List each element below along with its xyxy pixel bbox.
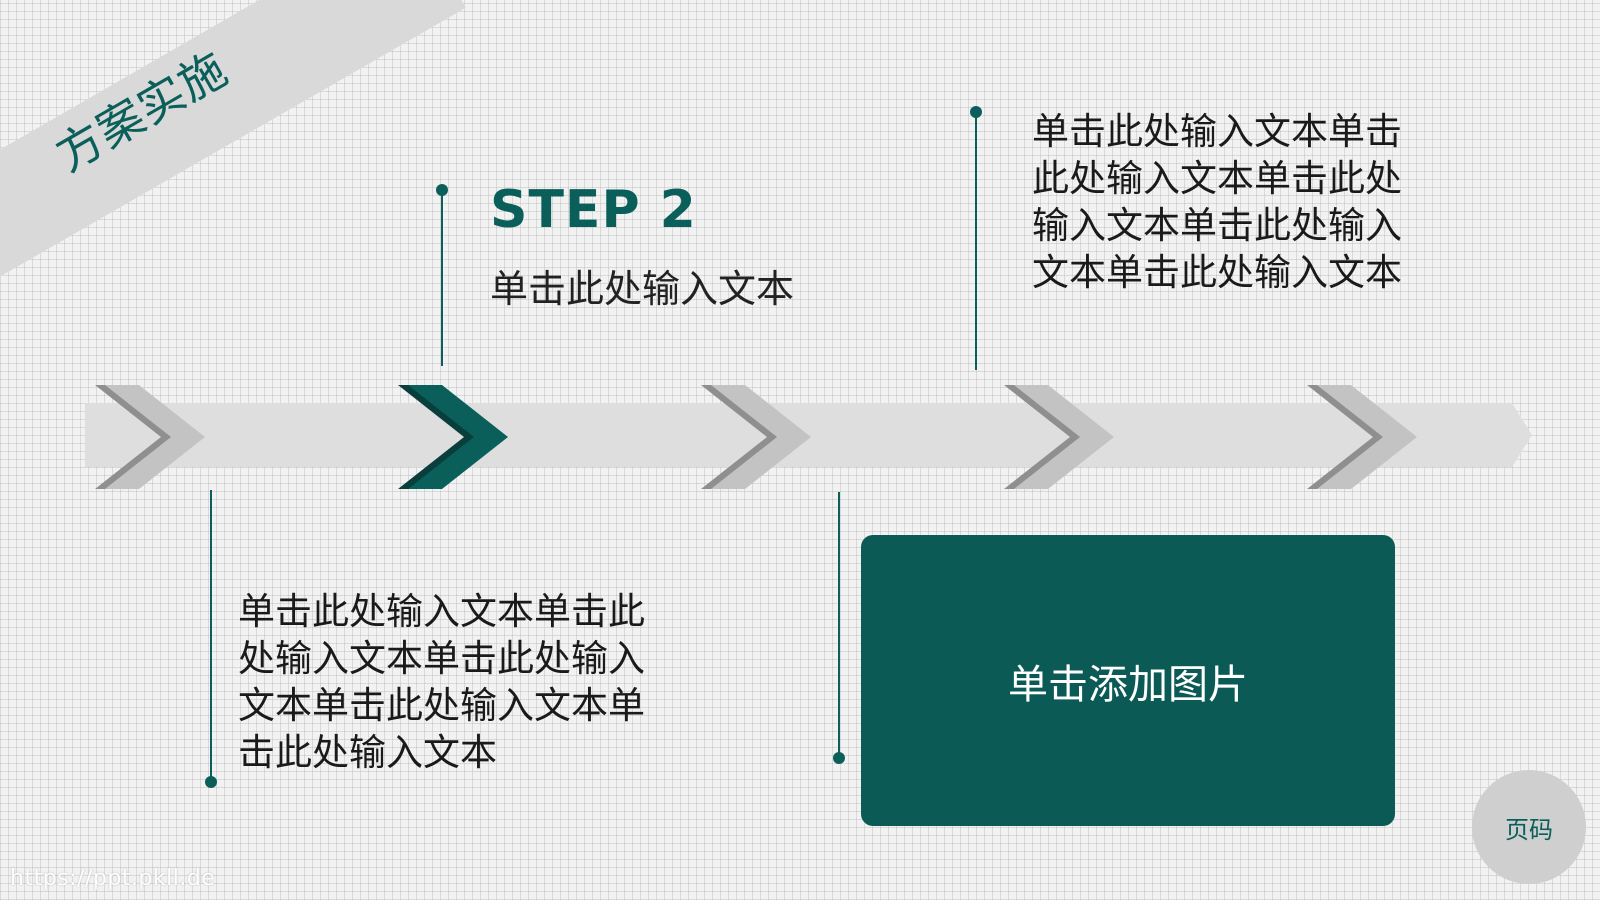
timeline-chevron [1317,385,1417,489]
connector-step2-dot [436,184,448,196]
top-right-textbox[interactable]: 单击此处输入文本单击此处输入文本单击此处输入文本单击此处输入文本单击此处输入文本 [1032,110,1402,294]
step-title: STEP 2 [490,180,697,240]
step-subtitle[interactable]: 单击此处输入文本 [490,267,795,311]
timeline-band [85,403,1532,467]
connector-step2-line [441,190,443,366]
watermark-text: https://ppt.pkll.de [10,866,216,891]
image-placeholder-label: 单击添加图片 [1008,661,1248,708]
connector-bottom-left-dot [205,776,217,788]
page-number-label: 页码 [1505,815,1553,844]
timeline-chevron [1014,385,1114,489]
connector-bottom-left-line [210,490,212,783]
connector-image-line [838,492,840,755]
connector-top-right-dot [970,106,982,118]
image-placeholder-button[interactable]: 单击添加图片 [861,535,1395,826]
page-number-badge: 页码 [1472,770,1586,884]
timeline [85,385,1532,489]
timeline-chevron [105,385,205,489]
connector-image-dot [833,752,845,764]
timeline-chevron-active [408,385,508,489]
connector-top-right-line [975,112,977,370]
bottom-left-textbox[interactable]: 单击此处输入文本单击此处输入文本单击此处输入文本单击此处输入文本单击此处输入文本 [238,590,645,774]
timeline-chevron [711,385,811,489]
